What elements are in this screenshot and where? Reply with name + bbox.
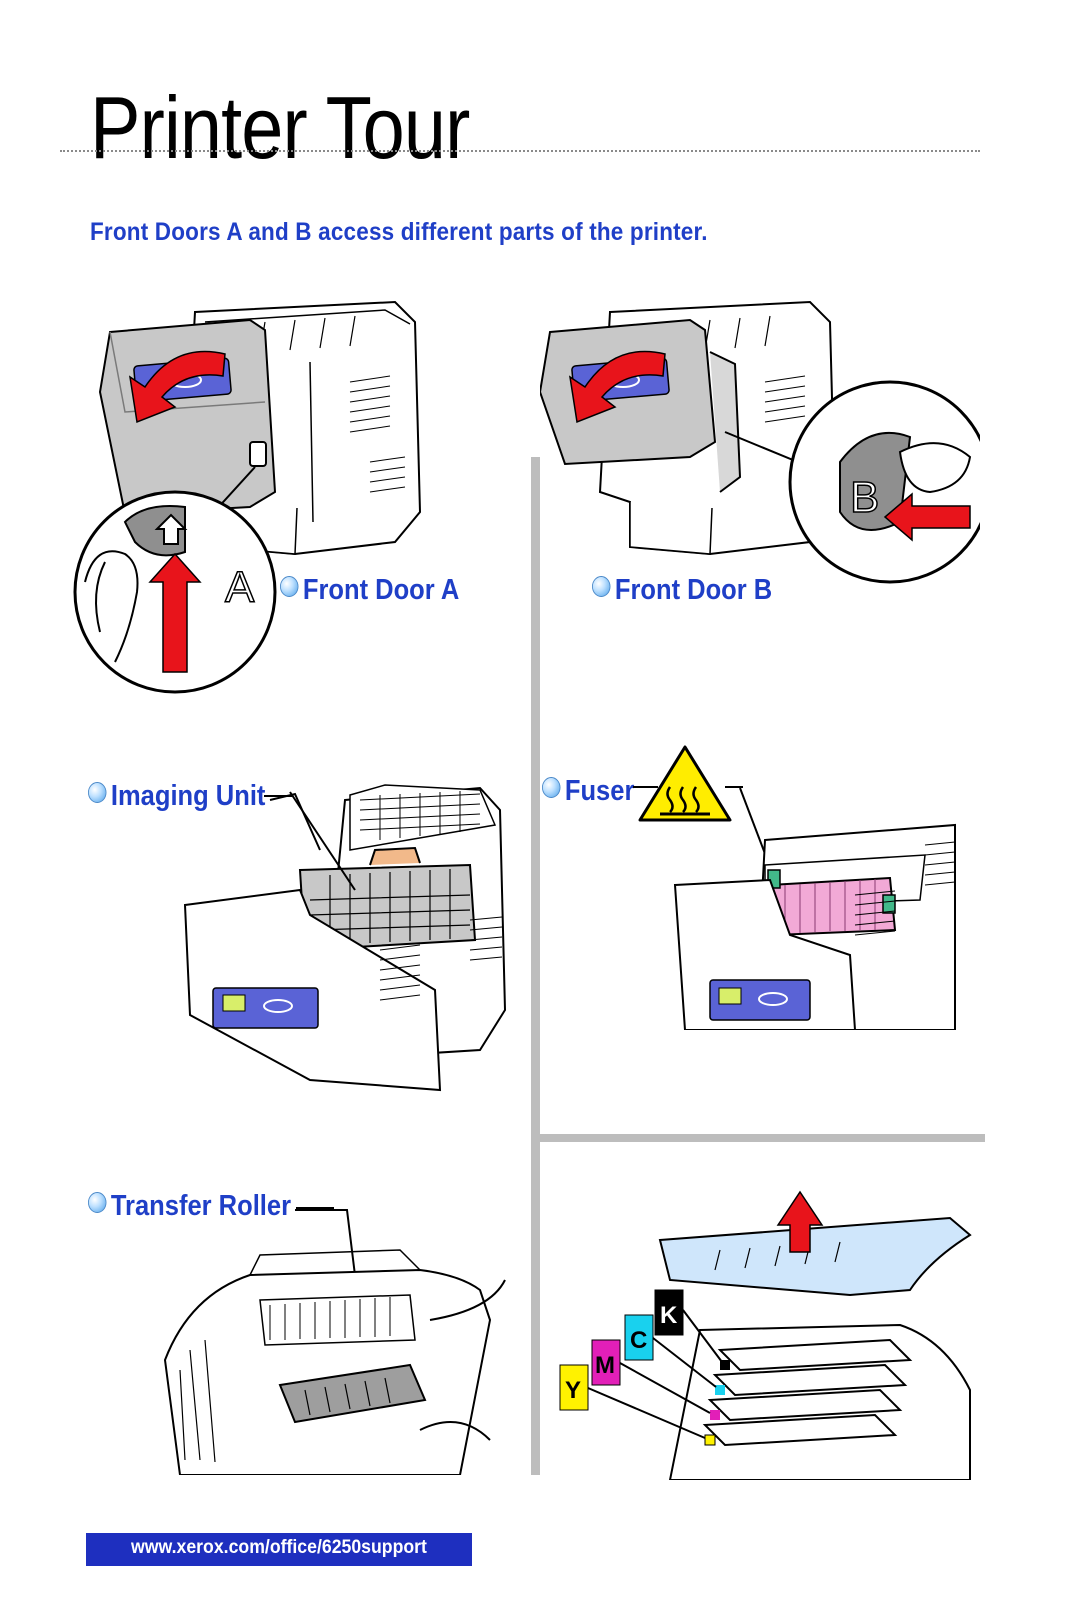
arrow-icon xyxy=(128,350,226,424)
door-letter-b: B xyxy=(850,473,879,522)
imaging-callout-line xyxy=(264,795,292,797)
bullet-icon xyxy=(88,1192,107,1213)
title-divider xyxy=(60,150,980,152)
vertical-divider xyxy=(531,457,540,1475)
toner-cartridges-illustration: K C M Y xyxy=(559,1190,972,1480)
label-front-door-b: Front Door B xyxy=(592,574,772,607)
fuser-illustration xyxy=(673,787,956,1030)
horizontal-divider xyxy=(535,1134,985,1142)
front-door-b-illustration: B xyxy=(540,300,980,584)
bullet-icon xyxy=(592,576,611,597)
label-transfer-roller: Transfer Roller xyxy=(88,1190,291,1223)
label-front-door-a: Front Door A xyxy=(280,574,459,607)
arrow-icon xyxy=(568,350,666,424)
toner-letter-y: Y xyxy=(565,1377,581,1404)
toner-letter-c: C xyxy=(630,1327,647,1354)
toner-letter-k: K xyxy=(660,1302,678,1329)
footer-url-box xyxy=(86,1533,472,1566)
arrow-icon xyxy=(883,492,971,542)
hot-surface-warning-icon xyxy=(633,745,743,822)
label-imaging-unit: Imaging Unit xyxy=(88,780,265,813)
front-door-a-illustration: A xyxy=(73,300,422,694)
button-up-arrow-icon xyxy=(154,513,188,545)
transfer-callout-line xyxy=(296,1207,334,1209)
transfer-roller-illustration xyxy=(163,1209,506,1475)
arrow-icon xyxy=(148,552,202,673)
label-fuser: Fuser xyxy=(542,775,634,808)
bullet-icon xyxy=(88,782,107,803)
bullet-icon xyxy=(542,777,561,798)
bullet-icon xyxy=(280,576,299,597)
arrow-icon xyxy=(776,1190,824,1253)
page-title: Printer Tour xyxy=(90,78,470,177)
door-letter-a: A xyxy=(225,563,255,612)
footer-url-link[interactable]: www.xerox.com/office/6250support xyxy=(131,1537,427,1558)
page-subtitle: Front Doors A and B access different par… xyxy=(90,218,708,246)
imaging-unit-illustration xyxy=(183,784,507,1092)
toner-letter-m: M xyxy=(595,1352,615,1379)
